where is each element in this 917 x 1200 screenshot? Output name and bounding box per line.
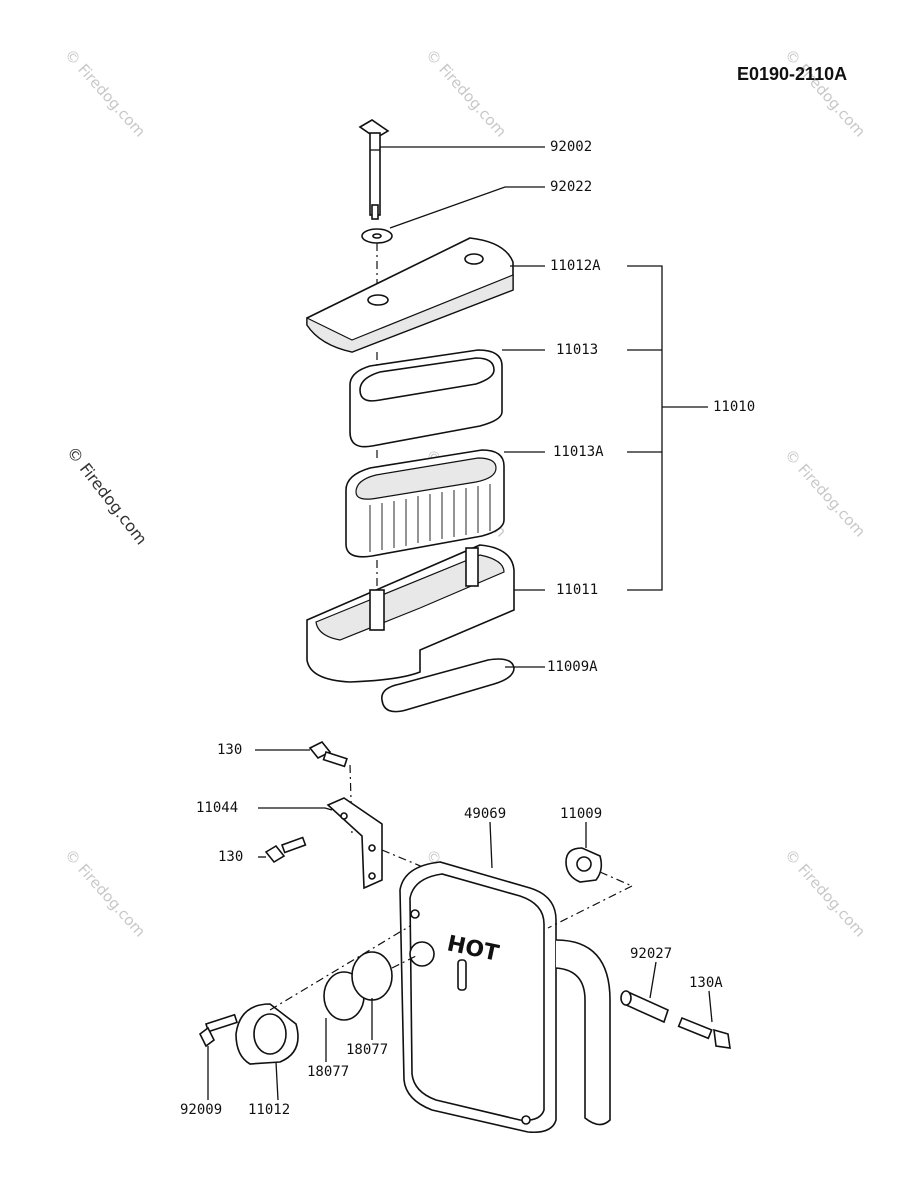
- pipe-drawing: [620, 990, 669, 1024]
- label-bolt-small: 92009: [180, 1102, 222, 1118]
- label-washer: 92022: [550, 179, 592, 195]
- muffler-drawing: HOT: [399, 861, 611, 1134]
- label-foam-element: 11013: [556, 342, 598, 358]
- label-muffler: 49069: [464, 806, 506, 822]
- watermark-1: © Firedog.com: [61, 46, 149, 141]
- base-drawing: [306, 544, 515, 683]
- label-bracket: 11044: [196, 800, 238, 816]
- watermark-6: © Firedog.com: [61, 846, 149, 941]
- watermark-side: © Firedog.com: [63, 443, 151, 548]
- washer-drawing: [361, 228, 393, 244]
- bracket-drawing: [326, 797, 383, 890]
- label-cover: 11012A: [550, 258, 601, 274]
- label-cap-a: 18077: [307, 1064, 349, 1080]
- label-bracket-bolt-top: 130: [217, 742, 242, 758]
- watermark-3: © Firedog.com: [781, 46, 869, 141]
- label-bracket-bolt-side: 130: [218, 849, 243, 865]
- label-wing-bolt: 92002: [550, 139, 592, 155]
- label-base-gasket: 11009A: [547, 659, 598, 675]
- bolt-92009-drawing: [198, 1013, 239, 1048]
- paper-element-drawing: [345, 449, 505, 558]
- watermark-5: © Firedog.com: [781, 446, 869, 541]
- wing-bolt-drawing: [358, 119, 390, 220]
- label-pipe-bolt: 130A: [689, 975, 723, 991]
- leader-lines: [207, 146, 713, 1101]
- bolt-130a-drawing: [677, 1016, 731, 1049]
- bolt-top-drawing: [308, 740, 348, 768]
- cap-b-drawing: [351, 951, 393, 1001]
- label-assembly: 11010: [713, 399, 755, 415]
- flange-drawing: [235, 1003, 299, 1065]
- label-base: 11011: [556, 582, 598, 598]
- watermark-2: © Firedog.com: [422, 46, 510, 141]
- label-cap-b: 18077: [346, 1042, 388, 1058]
- base-gasket-drawing: [381, 658, 515, 713]
- foam-element-drawing: [349, 349, 503, 448]
- label-paper-element: 11013A: [553, 444, 604, 460]
- label-flange: 11012: [248, 1102, 290, 1118]
- bolt-side-drawing: [264, 836, 307, 864]
- cover-drawing: [306, 237, 514, 353]
- label-muffler-gasket: 11009: [560, 806, 602, 822]
- label-pipe: 92027: [630, 946, 672, 962]
- diagram-code: E0190-2110A: [737, 64, 847, 84]
- watermark-8: © Firedog.com: [781, 846, 869, 941]
- muffler-gasket-drawing: [565, 847, 603, 883]
